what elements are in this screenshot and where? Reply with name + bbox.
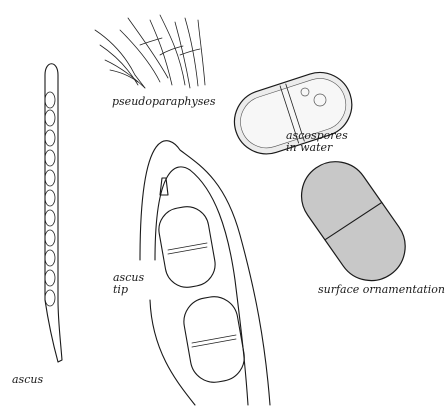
pseudoparaphyses-drawing [95,15,205,88]
label-ascospores-water: ascospores in water [286,130,348,154]
label-ascus-tip: ascus tip [113,272,144,296]
ascus-tip-drawing [140,141,270,405]
label-pseudoparaphyses: pseudoparaphyses [112,96,216,108]
ascus-drawing [45,64,62,362]
label-ascus: ascus [12,374,43,386]
surface-ornamentation-drawing [288,148,418,293]
label-surface-ornamentation: surface ornamentation [318,284,445,296]
